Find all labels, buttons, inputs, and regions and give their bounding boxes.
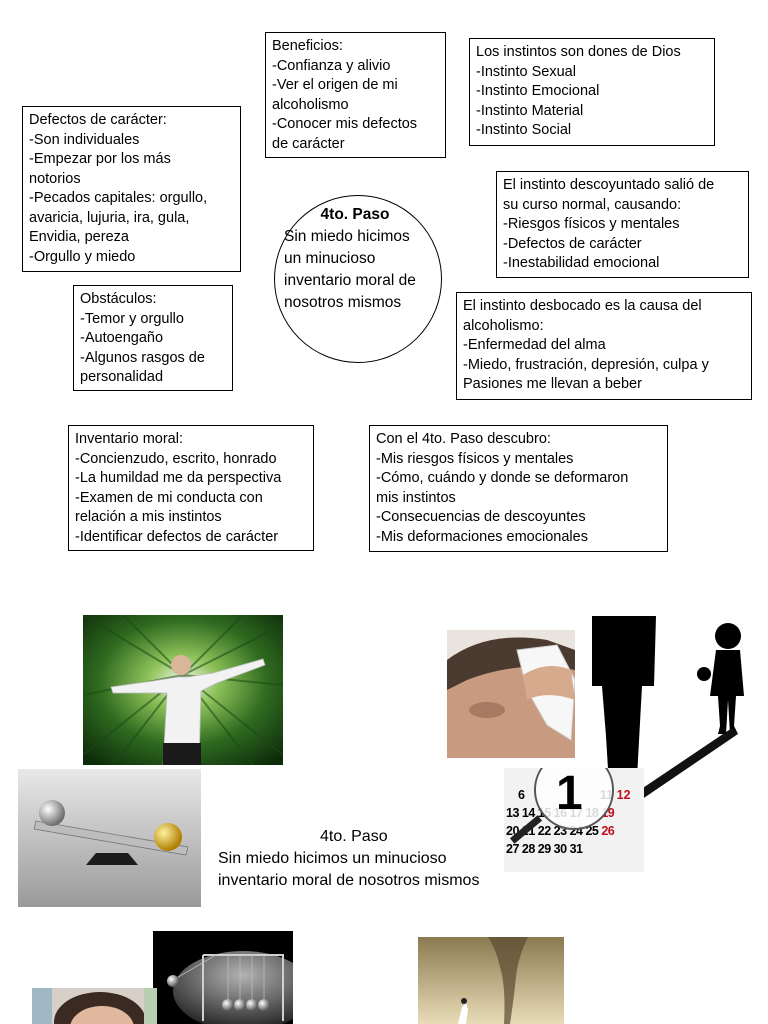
calendar-day: 12 <box>616 788 631 802</box>
box-descoyuntado: El instinto descoyuntado salió de su curs… <box>496 171 749 278</box>
calendar-day: 25 <box>585 824 599 838</box>
box-line: -Ver el origen de mi <box>272 77 398 93</box>
box-line: Pasiones me llevan a beber <box>463 376 642 392</box>
box-line: Con el 4to. Paso descubro: <box>376 431 551 447</box>
calendar-day: 27 <box>506 842 519 856</box>
center-title: 4to. Paso <box>320 206 390 223</box>
box-line: Defectos de carácter: <box>29 112 167 128</box>
center-circle <box>274 195 442 363</box>
box-line: -Temor y orgullo <box>80 310 184 327</box>
box-line: -Examen de mi conducta con <box>75 489 263 506</box>
photo-arms-open <box>83 615 283 765</box>
box-line: -Son individuales <box>29 131 140 148</box>
box-line: -Cómo, cuándo y donde se deformaron <box>376 470 629 486</box>
box-line: -Concienzudo, escrito, honrado <box>75 450 277 467</box>
center-line: nosotros mismos <box>284 294 402 311</box>
calendar-day: 22 <box>537 824 551 838</box>
box-line: -Consecuencias de descoyuntes <box>376 509 586 525</box>
caption: 4to. Paso Sin miedo hicimos un minucioso… <box>218 826 479 892</box>
photo-sweating-man <box>447 630 575 758</box>
box-line: -Instinto Material <box>476 102 584 119</box>
box-line: Envidia, pereza <box>29 229 129 245</box>
photo-face-closeup <box>32 988 157 1024</box>
box-line: -Mis riesgos físicos y mentales <box>376 450 574 467</box>
box-line: -Miedo, frustración, depresión, culpa y <box>463 356 709 373</box>
box-desbocado: El instinto desbocado es la causa del alc… <box>456 292 752 400</box>
box-line: -Pecados capitales: orgullo, <box>29 190 208 206</box>
center-line: Sin miedo hicimos <box>284 228 410 245</box>
box-line: avaricia, lujuria, ira, gula, <box>29 209 190 226</box>
calendar-day: 30 <box>553 842 567 856</box>
box-line: -Instinto Sexual <box>476 63 576 80</box>
photo-balance-scale <box>18 769 201 907</box>
box-line: -Confianza y alivio <box>272 57 391 74</box>
center-line: inventario moral de <box>284 272 416 289</box>
box-line: alcoholismo: <box>463 317 544 334</box>
calendar-day: 31 <box>569 842 583 856</box>
box-line: Los instintos son dones de Dios <box>476 44 681 60</box>
calendar-day: 14 <box>521 806 535 820</box>
box-descubro: Con el 4to. Paso descubro: -Mis riesgos f… <box>369 425 668 552</box>
box-line: relación a mis instintos <box>75 509 222 525</box>
magnifier-lens <box>534 768 614 830</box>
box-line: su curso normal, causando: <box>503 196 682 213</box>
caption-line: inventario moral de nosotros mismos <box>218 872 480 889</box>
calendar-big-number: 1 <box>556 768 583 820</box>
photo-calendar: 6 11 12 13 14 15 16 17 18 19 20 21 22 23… <box>504 768 644 872</box>
calendar-day: 29 <box>537 842 551 856</box>
box-line: de carácter <box>272 135 345 152</box>
box-instintos: Los instintos son dones de Dios -Instinto… <box>469 38 715 146</box>
calendar-day: 26 <box>601 824 615 838</box>
box-line: -Inestabilidad emocional <box>503 255 660 271</box>
box-line: -La humildad me da perspectiva <box>75 470 282 486</box>
box-line: personalidad <box>80 369 164 385</box>
box-line: -Mis deformaciones emocionales <box>376 528 588 545</box>
calendar-day: 6 <box>518 788 525 802</box>
box-line: mis instintos <box>376 489 456 506</box>
caption-title: 4to. Paso <box>320 828 388 845</box>
box-line: -Enfermedad del alma <box>463 337 606 353</box>
calendar-day: 28 <box>521 842 535 856</box>
box-line: -Defectos de carácter <box>503 235 642 252</box>
box-line: -Instinto Social <box>476 122 572 138</box>
center-text: 4to. Paso Sin miedo hicimos un minucioso… <box>284 204 426 314</box>
calendar-day: 13 <box>506 806 519 820</box>
photo-newtons-cradle <box>153 931 293 1024</box>
box-line: Beneficios: <box>272 38 343 54</box>
box-line: -Autoengaño <box>80 330 164 346</box>
box-line: -Instinto Emocional <box>476 83 600 99</box>
box-line: alcoholismo <box>272 96 349 113</box>
center-line: un minucioso <box>284 250 376 267</box>
box-line: -Empezar por los más <box>29 151 171 167</box>
box-line: -Algunos rasgos de <box>80 349 205 366</box>
box-line: -Conocer mis defectos <box>272 116 418 132</box>
box-line: -Riesgos físicos y mentales <box>503 216 680 232</box>
box-line: El instinto desbocado es la causa del <box>463 298 702 314</box>
caption-line: Sin miedo hicimos un minucioso <box>218 850 447 867</box>
box-defectos: Defectos de carácter: -Son individuales -E… <box>22 106 241 272</box>
box-inventario: Inventario moral: -Concienzudo, escrito, … <box>68 425 314 551</box>
box-line: -Identificar defectos de carácter <box>75 528 279 545</box>
photo-tornado <box>418 937 564 1024</box>
box-obstaculos: Obstáculos: -Temor y orgullo -Autoengaño -A… <box>73 285 233 391</box>
box-line: El instinto descoyuntado salió de <box>503 177 715 193</box>
box-line: notorios <box>29 170 81 187</box>
box-line: Obstáculos: <box>80 291 157 307</box>
box-line: Inventario moral: <box>75 431 183 447</box>
box-line: -Orgullo y miedo <box>29 248 136 265</box>
box-beneficios: Beneficios: -Confianza y alivio -Ver el or… <box>265 32 446 158</box>
